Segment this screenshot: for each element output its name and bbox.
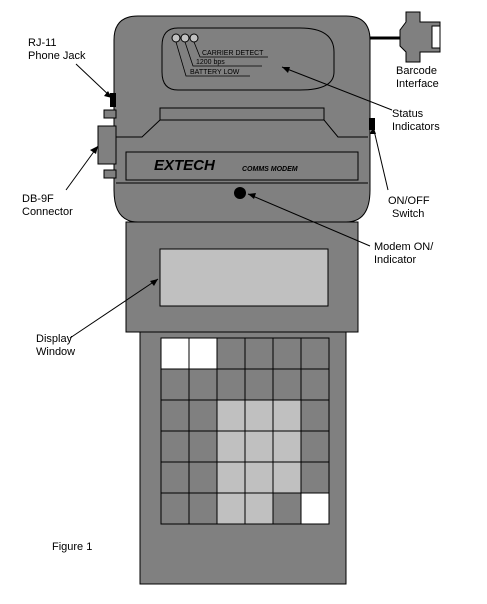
display-label-line1: Display	[36, 333, 73, 345]
keypad-key	[160, 399, 190, 432]
keypad-key	[300, 337, 330, 370]
barcode-label-line1: Barcode	[396, 65, 437, 77]
keypad-key	[244, 337, 274, 370]
keypad-key	[188, 368, 218, 401]
rj11-label-line2: Phone Jack	[28, 50, 86, 62]
brand-model: COMMS MODEM	[242, 166, 298, 173]
db9f-tab-top	[103, 109, 117, 119]
onoff-label-line1: ON/OFF	[388, 195, 430, 207]
keypad-key	[244, 461, 274, 494]
keypad-key	[216, 461, 246, 494]
keypad-key	[300, 368, 330, 401]
keypad-key	[188, 430, 218, 463]
keypad-key	[244, 492, 274, 525]
keypad-key	[272, 461, 302, 494]
display-window	[159, 248, 329, 307]
keypad-key	[216, 492, 246, 525]
keypad-key	[272, 430, 302, 463]
keypad-key	[244, 430, 274, 463]
carrier-detect-led	[171, 33, 181, 43]
keypad-key	[160, 337, 190, 370]
keypad	[160, 337, 330, 525]
db9f-label-line2: Connector	[22, 206, 73, 218]
rj11-jack	[110, 93, 116, 107]
keypad-key	[216, 430, 246, 463]
db9f-label-line1: DB-9F	[22, 193, 54, 205]
keypad-key	[244, 399, 274, 432]
keypad-key	[188, 399, 218, 432]
status-label-line1: Status	[392, 108, 424, 120]
keypad-key	[216, 337, 246, 370]
keypad-key	[160, 430, 190, 463]
rj11-label-line1: RJ-11	[28, 37, 57, 49]
keypad-key	[300, 461, 330, 494]
baud-led	[180, 33, 190, 43]
keypad-key	[244, 368, 274, 401]
onoff-switch	[369, 118, 375, 130]
brand-plate	[125, 151, 359, 181]
keypad-key	[300, 492, 330, 525]
battery-low-led	[189, 33, 199, 43]
keypad-key	[272, 492, 302, 525]
keypad-key	[272, 337, 302, 370]
keypad-key	[300, 399, 330, 432]
ridge	[116, 107, 368, 138]
onoff-label-line2: Switch	[392, 208, 424, 220]
indicator-label: 1200 bps	[196, 59, 225, 66]
keypad-key	[272, 399, 302, 432]
brand-name: EXTECH	[154, 157, 216, 174]
indicator-label: CARRIER DETECT	[202, 50, 264, 57]
keypad-key	[272, 368, 302, 401]
indicator-label: BATTERY LOW	[190, 69, 240, 76]
keypad-key	[160, 368, 190, 401]
barcode-label-line2: Interface	[396, 78, 439, 90]
keypad-key	[160, 461, 190, 494]
status-window	[161, 27, 335, 91]
db9f-tab-bottom	[103, 169, 117, 179]
display-label-line2: Window	[36, 346, 75, 358]
db9f-connector	[97, 125, 117, 165]
status-label-line2: Indicators	[392, 121, 440, 133]
figure-caption: Figure 1	[52, 541, 92, 553]
keypad-key	[188, 337, 218, 370]
modem-label-line1: Modem ON/	[374, 241, 434, 253]
keypad-key	[300, 430, 330, 463]
keypad-key	[160, 492, 190, 525]
modem-label-line2: Indicator	[374, 254, 417, 266]
keypad-key	[188, 492, 218, 525]
barcode-connector	[399, 11, 441, 63]
keypad-key	[188, 461, 218, 494]
keypad-key	[216, 368, 246, 401]
modem-on-indicator	[234, 187, 246, 199]
keypad-key	[216, 399, 246, 432]
